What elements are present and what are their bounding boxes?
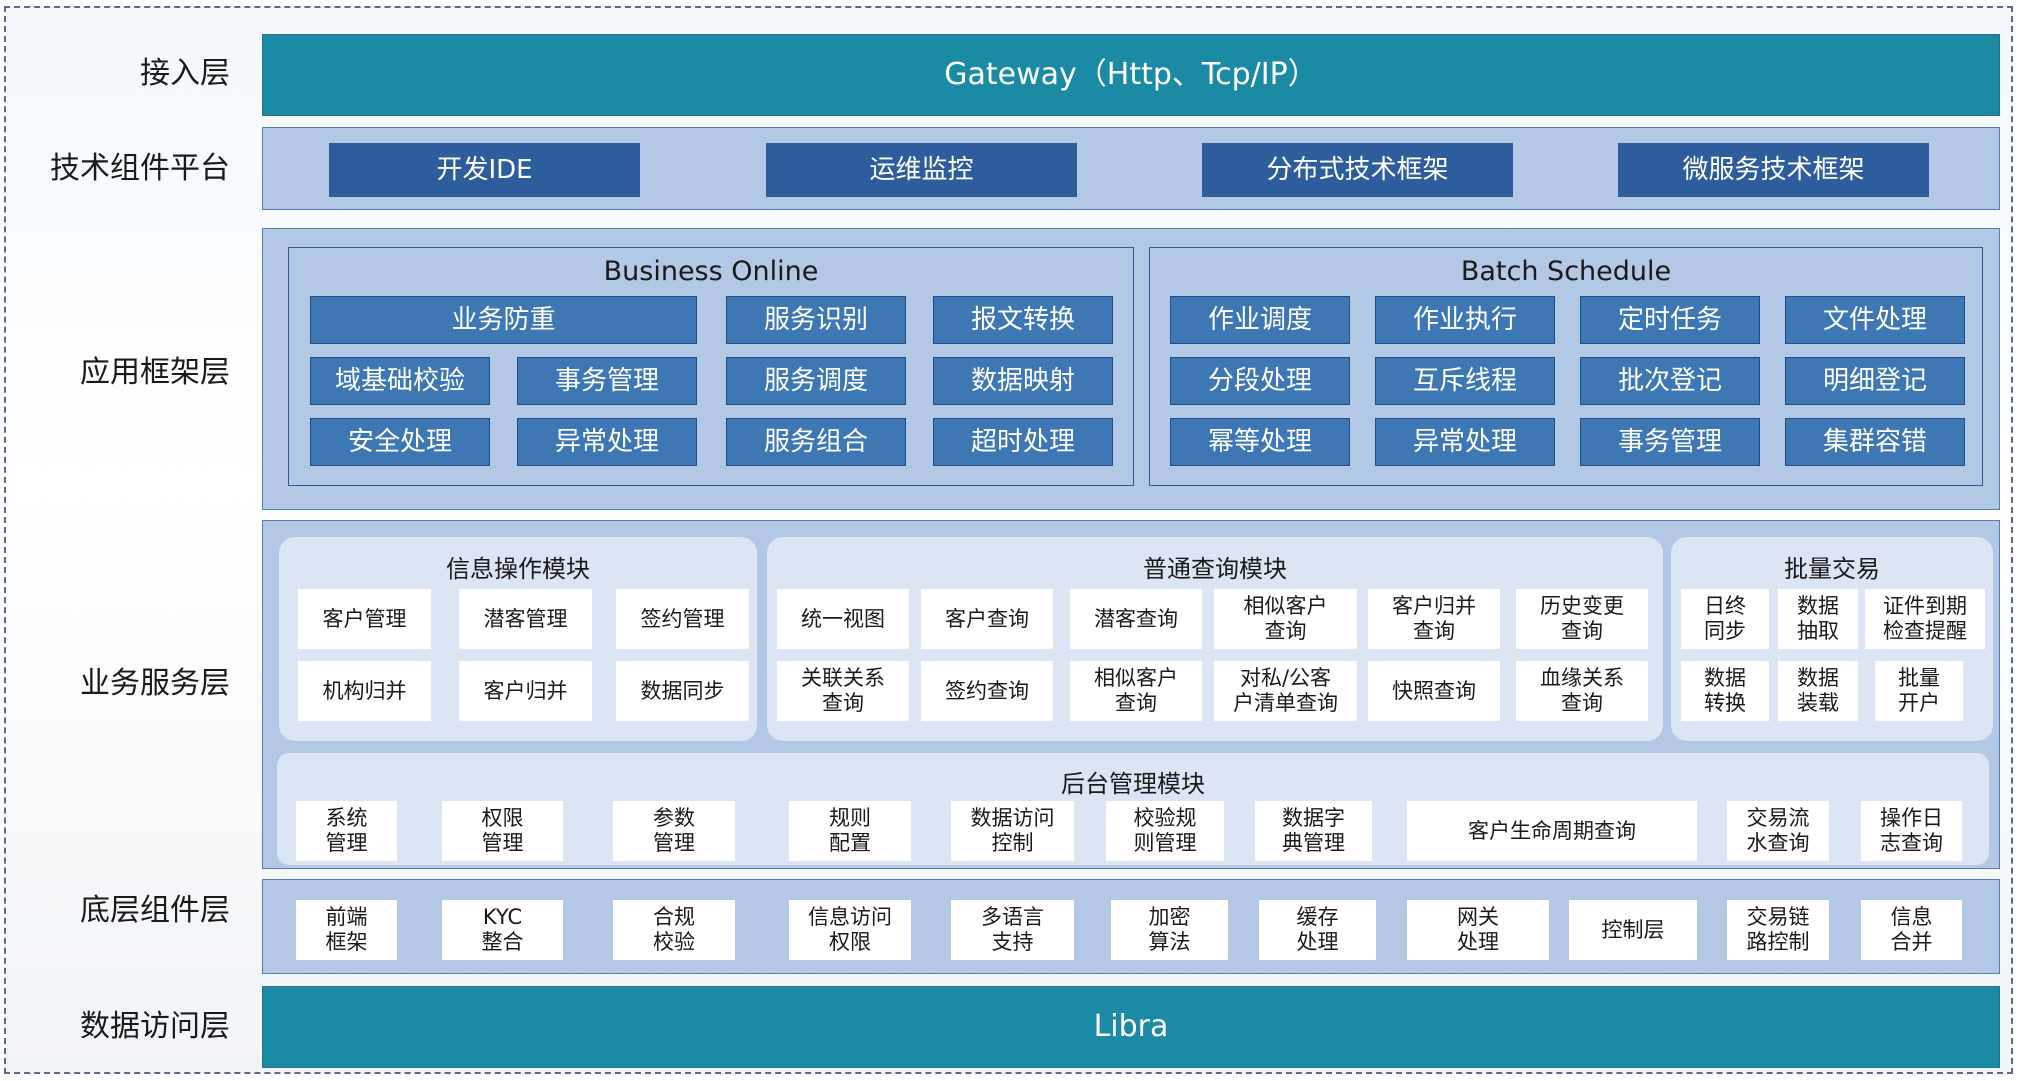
query-item: 相似客户 查询	[1070, 661, 1202, 721]
bottom-item: 控制层	[1569, 900, 1697, 960]
query-item: 客户查询	[921, 589, 1053, 649]
info-item: 客户归并	[459, 661, 592, 721]
batch-trade-module: 批量交易 日终 同步 数据 抽取 证件到期 检查提醒 数据 转换 数据 装载 批…	[1671, 537, 1993, 741]
gateway-bar: Gateway（Http、Tcp/IP）	[262, 34, 2000, 116]
query-module: 普通查询模块 统一视图 客户查询 潜客查询 相似客户 查询 客户归并 查询 历史…	[767, 537, 1663, 741]
bottom-item: 多语言 支持	[951, 900, 1074, 960]
query-item: 相似客户 查询	[1214, 589, 1357, 649]
bs-item: 事务管理	[1580, 418, 1760, 466]
query-item: 对私/公客 户清单查询	[1214, 661, 1357, 721]
layer-label-tech: 技术组件平台	[50, 151, 230, 186]
bo-item: 事务管理	[517, 357, 697, 405]
bs-item: 作业执行	[1375, 296, 1555, 344]
bs-item: 作业调度	[1170, 296, 1350, 344]
bs-item: 定时任务	[1580, 296, 1760, 344]
layer-label-app: 应用框架层	[80, 355, 230, 390]
tech-item-distributed: 分布式技术框架	[1202, 143, 1513, 197]
bo-item: 报文转换	[933, 296, 1113, 344]
admin-item: 校验规 则管理	[1106, 801, 1224, 861]
bottom-component-section: 前端 框架 KYC 整合 合规 校验 信息访问 权限 多语言 支持 加密 算法 …	[262, 879, 2000, 974]
bs-item: 异常处理	[1375, 418, 1555, 466]
query-item: 血缘关系 查询	[1516, 661, 1648, 721]
batch-schedule-title: Batch Schedule	[1460, 256, 1672, 287]
bottom-item: 前端 框架	[296, 900, 397, 960]
batch-trade-item: 日终 同步	[1681, 589, 1769, 649]
query-module-title: 普通查询模块	[1143, 555, 1287, 583]
business-service-section: 信息操作模块 客户管理 潜客管理 签约管理 机构归并 客户归并 数据同步 普通查…	[262, 520, 2000, 869]
bottom-item: 网关 处理	[1407, 900, 1549, 960]
layer-label-bottom: 底层组件层	[80, 893, 230, 928]
bs-item: 互斥线程	[1375, 357, 1555, 405]
tech-item-monitor: 运维监控	[766, 143, 1077, 197]
bottom-item: 交易链 路控制	[1727, 900, 1829, 960]
layer-label-access: 接入层	[140, 56, 230, 91]
bs-item: 集群容错	[1785, 418, 1965, 466]
admin-item: 交易流 水查询	[1727, 801, 1829, 861]
admin-item: 操作日 志查询	[1861, 801, 1962, 861]
batch-trade-item: 数据 抽取	[1778, 589, 1858, 649]
bo-item: 安全处理	[310, 418, 490, 466]
query-item: 潜客查询	[1070, 589, 1202, 649]
admin-item: 权限 管理	[442, 801, 563, 861]
bs-item: 分段处理	[1170, 357, 1350, 405]
bottom-item: KYC 整合	[442, 900, 563, 960]
layer-label-data: 数据访问层	[80, 1009, 230, 1044]
admin-module: 后台管理模块 系统 管理 权限 管理 参数 管理 规则 配置 数据访问 控制 校…	[277, 753, 1989, 865]
info-item: 签约管理	[616, 589, 749, 649]
info-item: 潜客管理	[459, 589, 592, 649]
tech-item-ide: 开发IDE	[329, 143, 640, 197]
admin-item: 客户生命周期查询	[1407, 801, 1697, 861]
business-online-title: Business Online	[603, 256, 819, 287]
bottom-item: 加密 算法	[1111, 900, 1228, 960]
admin-item: 规则 配置	[789, 801, 911, 861]
app-framework-section: Business Online 业务防重 服务识别 报文转换 域基础校验 事务管…	[262, 228, 2000, 510]
admin-item: 数据访问 控制	[951, 801, 1074, 861]
bottom-item: 信息 合并	[1861, 900, 1962, 960]
bottom-item: 合规 校验	[613, 900, 735, 960]
bo-item: 服务识别	[726, 296, 906, 344]
query-item: 历史变更 查询	[1516, 589, 1648, 649]
bo-item: 服务组合	[726, 418, 906, 466]
libra-bar: Libra	[262, 986, 2000, 1068]
query-item: 快照查询	[1368, 661, 1500, 721]
query-item: 关联关系 查询	[777, 661, 909, 721]
bs-item: 幂等处理	[1170, 418, 1350, 466]
bo-item: 业务防重	[310, 296, 697, 344]
bs-item: 文件处理	[1785, 296, 1965, 344]
info-module-title: 信息操作模块	[446, 555, 590, 583]
business-online-panel: Business Online 业务防重 服务识别 报文转换 域基础校验 事务管…	[288, 247, 1134, 486]
tech-platform-section: 开发IDE 运维监控 分布式技术框架 微服务技术框架	[262, 127, 2000, 210]
info-item: 数据同步	[616, 661, 749, 721]
bottom-item: 缓存 处理	[1259, 900, 1376, 960]
query-item: 签约查询	[921, 661, 1053, 721]
batch-trade-item: 批量 开户	[1875, 661, 1963, 721]
info-module: 信息操作模块 客户管理 潜客管理 签约管理 机构归并 客户归并 数据同步	[279, 537, 757, 741]
bottom-item: 信息访问 权限	[789, 900, 911, 960]
admin-module-title: 后台管理模块	[1061, 770, 1205, 798]
batch-schedule-panel: Batch Schedule 作业调度 作业执行 定时任务 文件处理 分段处理 …	[1149, 247, 1983, 486]
batch-trade-item: 数据 转换	[1681, 661, 1769, 721]
layer-label-biz: 业务服务层	[80, 666, 230, 701]
batch-trade-item: 证件到期 检查提醒	[1865, 589, 1985, 649]
bo-item: 数据映射	[933, 357, 1113, 405]
bo-item: 服务调度	[726, 357, 906, 405]
tech-item-microservice: 微服务技术框架	[1618, 143, 1929, 197]
bo-item: 域基础校验	[310, 357, 490, 405]
info-item: 机构归并	[298, 661, 431, 721]
bs-item: 批次登记	[1580, 357, 1760, 405]
batch-trade-item: 数据 装载	[1778, 661, 1858, 721]
admin-item: 数据字 典管理	[1255, 801, 1372, 861]
info-item: 客户管理	[298, 589, 431, 649]
admin-item: 系统 管理	[296, 801, 397, 861]
query-item: 客户归并 查询	[1368, 589, 1500, 649]
query-item: 统一视图	[777, 589, 909, 649]
batch-trade-title: 批量交易	[1784, 555, 1880, 583]
admin-item: 参数 管理	[613, 801, 735, 861]
bo-item: 异常处理	[517, 418, 697, 466]
bo-item: 超时处理	[933, 418, 1113, 466]
bs-item: 明细登记	[1785, 357, 1965, 405]
